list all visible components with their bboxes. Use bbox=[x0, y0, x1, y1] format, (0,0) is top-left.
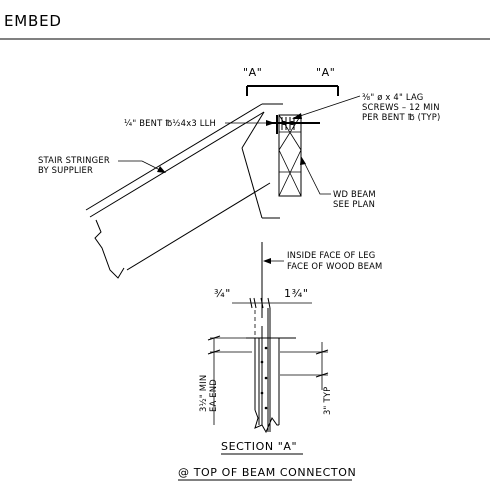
stringer-label-line1: STAIR STRINGER bbox=[38, 155, 110, 165]
stringer-break-line bbox=[94, 219, 125, 279]
vertical-dimension-left bbox=[207, 335, 252, 425]
dim-typ-label: 3" TYP bbox=[322, 387, 332, 415]
cut-a-left-label: "A" bbox=[243, 66, 262, 79]
inside-face-label-line1: INSIDE FACE OF LEG bbox=[287, 250, 375, 260]
dim-min-label-line2: EA END bbox=[208, 379, 218, 412]
header-title: EMBED bbox=[4, 12, 62, 30]
detail-title: @ TOP OF BEAM CONNECTON bbox=[178, 466, 356, 479]
bent-plate bbox=[268, 115, 320, 134]
lag-leader bbox=[293, 95, 361, 119]
lag-label-line1: ⅜" ø x 4" LAG bbox=[362, 92, 423, 102]
plate-label: ¼" BENT ℔½4x3 LLH bbox=[124, 118, 216, 128]
lag-arrow bbox=[292, 113, 302, 119]
cut-a-right-label: "A" bbox=[316, 66, 335, 79]
cut-a-bracket bbox=[246, 85, 339, 96]
stringer-label-line2: BY SUPPLIER bbox=[38, 165, 93, 175]
inside-face-label-line2: FACE OF WOOD BEAM bbox=[287, 261, 382, 271]
beam-label-line1: WD BEAM bbox=[333, 189, 376, 199]
beam-leader bbox=[302, 159, 331, 195]
stringer-leader bbox=[118, 160, 163, 172]
wood-beam bbox=[278, 114, 302, 197]
dim-min-label-line1: 3½" MIN bbox=[198, 375, 208, 412]
dim-left-label: ¾" bbox=[214, 287, 231, 300]
stringer-arrow bbox=[157, 166, 166, 173]
lag-screw-head-1 bbox=[282, 121, 286, 125]
beam-arrow bbox=[300, 156, 306, 165]
inside-face-arrow bbox=[263, 258, 271, 264]
stair-stringer bbox=[85, 103, 283, 279]
lag-label-line2: SCREWS – 12 MIN bbox=[362, 102, 440, 112]
section-title: SECTION "A" bbox=[221, 440, 297, 453]
horizontal-dimension bbox=[232, 297, 312, 336]
dim-right-label: 1¾" bbox=[284, 287, 309, 300]
lag-screw-head-2 bbox=[290, 121, 294, 125]
lag-label-line3: PER BENT ℔ (TYP) bbox=[362, 112, 440, 122]
plate-arrow bbox=[266, 120, 275, 126]
vertical-dimension-right bbox=[280, 342, 329, 390]
beam-label-line2: SEE PLAN bbox=[333, 199, 375, 209]
